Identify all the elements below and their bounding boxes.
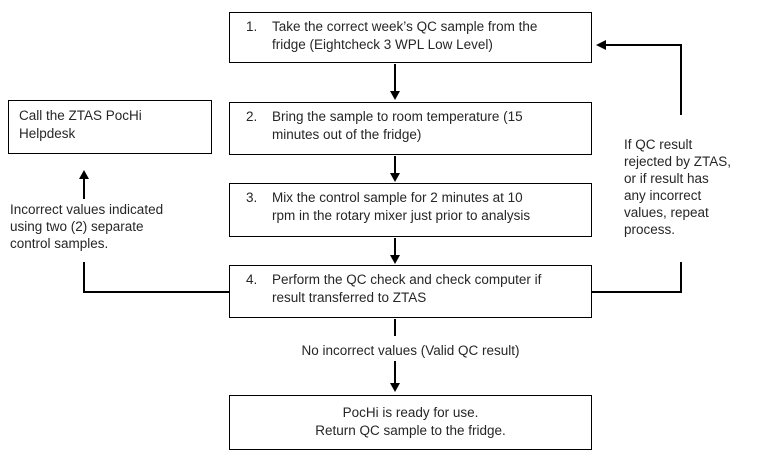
step-2-line-2: minutes out of the fridge) <box>272 127 422 142</box>
step-1-line-1: Take the correct week’s QC sample from t… <box>272 19 538 34</box>
incorrect-values-label: Incorrect values indicated using two (2)… <box>10 201 210 252</box>
step-4-line-2: result transferred to ZTAS <box>272 290 427 305</box>
incorrect-values-line-1: Incorrect values indicated <box>10 202 164 217</box>
connector-left-up-upper <box>83 179 85 199</box>
valid-result-label: No incorrect values (Valid QC result) <box>301 343 520 358</box>
arrowhead-left-icon <box>596 40 606 50</box>
step-3-line-2: rpm in the rotary mixer just prior to an… <box>272 208 531 223</box>
repeat-process-line-4: any incorrect <box>624 188 702 203</box>
helpdesk-line-2: Helpdesk <box>19 126 76 141</box>
step-2-number: 2. <box>246 109 258 124</box>
connector-step4-left <box>84 291 229 293</box>
connector-step4-right <box>592 291 682 293</box>
step-4-line-1: Perform the QC check and check computer … <box>272 272 542 287</box>
connector-right-to-step1 <box>605 44 682 46</box>
repeat-process-label: If QC result rejected by ZTAS, or if res… <box>624 136 764 238</box>
step-3-text: Mix the control sample for 2 minutes at … <box>272 189 585 225</box>
repeat-process-line-5: values, repeat <box>624 205 709 220</box>
connector-step4-validlabel <box>394 319 396 336</box>
step-4-box: 4. Perform the QC check and check comput… <box>229 265 592 318</box>
step-1-box: 1. Take the correct week’s QC sample fro… <box>229 12 592 63</box>
step-1-number: 1. <box>246 19 258 34</box>
incorrect-values-line-2: using two (2) separate <box>10 219 144 234</box>
connector-right-up-lower <box>680 262 682 293</box>
arrowhead-up-icon <box>79 170 89 179</box>
helpdesk-box: Call the ZTAS PocHi Helpdesk <box>8 100 212 154</box>
step-4-text: Perform the QC check and check computer … <box>272 271 585 307</box>
final-box-line-1: PocHi is ready for use. <box>342 405 479 420</box>
connector-step1-step2 <box>394 64 396 92</box>
helpdesk-line-1: Call the ZTAS PocHi <box>19 108 142 123</box>
repeat-process-line-1: If QC result <box>624 137 693 152</box>
step-3-number: 3. <box>246 190 258 205</box>
arrowhead-down-icon <box>390 91 400 100</box>
arrowhead-down-icon <box>390 383 400 392</box>
arrowhead-down-icon <box>390 255 400 264</box>
final-box-line-2: Return QC sample to the fridge. <box>315 423 506 438</box>
step-3-line-1: Mix the control sample for 2 minutes at … <box>272 190 523 205</box>
arrowhead-down-icon <box>390 173 400 182</box>
connector-left-up-lower <box>83 262 85 293</box>
final-box: PocHi is ready for use. Return QC sample… <box>229 395 592 450</box>
step-2-text: Bring the sample to room temperature (15… <box>272 108 585 144</box>
repeat-process-line-3: or if result has <box>624 171 709 186</box>
connector-validlabel-final <box>394 361 396 384</box>
step-1-line-2: fridge (Eightcheck 3 WPL Low Level) <box>272 37 493 52</box>
incorrect-values-line-3: control samples. <box>10 236 109 251</box>
step-2-line-1: Bring the sample to room temperature (15 <box>272 109 523 124</box>
repeat-process-line-2: rejected by ZTAS, <box>624 154 732 169</box>
step-4-number: 4. <box>246 272 258 287</box>
repeat-process-line-6: process. <box>624 222 676 237</box>
connector-step3-step4 <box>394 238 396 256</box>
connector-step2-step3 <box>394 156 396 174</box>
step-3-box: 3. Mix the control sample for 2 minutes … <box>229 183 592 237</box>
connector-right-up-upper <box>680 44 682 115</box>
step-1-text: Take the correct week’s QC sample from t… <box>272 18 585 54</box>
step-2-box: 2. Bring the sample to room temperature … <box>229 102 592 155</box>
